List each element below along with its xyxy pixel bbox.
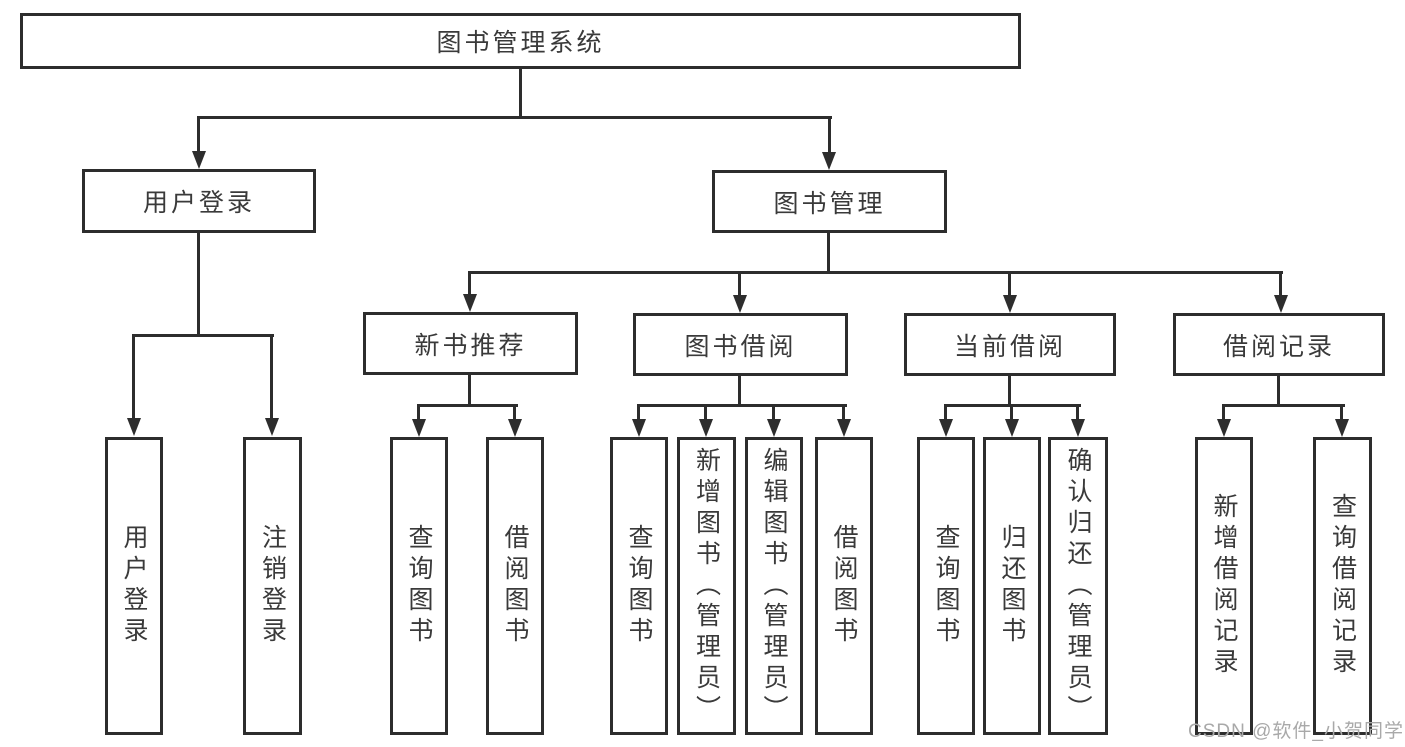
arrow-down-icon bbox=[939, 419, 953, 437]
arrow-down-icon bbox=[192, 151, 206, 169]
connector-vertical-line bbox=[132, 337, 135, 421]
node-bb-add: 新增图书（管理员） bbox=[677, 437, 736, 735]
node-cb-query: 查询图书 bbox=[917, 437, 975, 735]
node-label: 查询图书 bbox=[625, 524, 653, 648]
connector-vertical-line bbox=[1010, 407, 1013, 421]
connector-vertical-line bbox=[944, 407, 947, 421]
connector-vertical-line bbox=[197, 118, 200, 154]
node-label: 借阅记录 bbox=[1222, 332, 1335, 361]
connector-vertical-line bbox=[1279, 274, 1282, 296]
node-logout: 注销登录 bbox=[243, 437, 302, 735]
arrow-down-icon bbox=[822, 152, 836, 170]
node-bb-borrow: 借阅图书 bbox=[815, 437, 873, 735]
node-bb-query: 查询图书 bbox=[610, 437, 668, 735]
connector-vertical-line bbox=[270, 337, 273, 421]
connector-vertical-line bbox=[513, 407, 516, 421]
arrow-down-icon bbox=[463, 294, 477, 312]
node-label: 借阅图书 bbox=[830, 524, 858, 648]
node-label: 查询借阅记录 bbox=[1328, 493, 1357, 679]
node-nb-borrow: 借阅图书 bbox=[486, 437, 544, 735]
node-label: 借阅图书 bbox=[501, 524, 529, 648]
arrow-down-icon bbox=[412, 419, 426, 437]
node-label: 查询图书 bbox=[932, 524, 960, 648]
connector-vertical-line bbox=[1277, 376, 1280, 407]
node-new-book-rec: 新书推荐 bbox=[363, 312, 578, 375]
node-label: 新书推荐 bbox=[414, 331, 527, 360]
csdn-watermark: CSDN @软件_小贺同学 bbox=[1188, 721, 1404, 742]
connector-horizontal-line bbox=[944, 404, 1081, 407]
arrow-down-icon bbox=[837, 419, 851, 437]
connector-vertical-line bbox=[828, 118, 831, 154]
arrow-down-icon bbox=[1335, 419, 1349, 437]
arrow-down-icon bbox=[1274, 295, 1288, 313]
connector-vertical-line bbox=[1340, 407, 1343, 421]
connector-vertical-line bbox=[637, 407, 640, 421]
node-login: 用户登录 bbox=[105, 437, 163, 735]
node-label: 图书借阅 bbox=[684, 332, 797, 361]
connector-vertical-line bbox=[417, 407, 420, 421]
connector-vertical-line bbox=[197, 233, 200, 337]
node-label: 图书管理 bbox=[773, 189, 886, 218]
node-label: 用户登录 bbox=[120, 524, 148, 648]
connector-vertical-line bbox=[738, 376, 741, 407]
arrow-down-icon bbox=[265, 418, 279, 436]
arrow-down-icon bbox=[767, 419, 781, 437]
node-label: 用户登录 bbox=[142, 189, 255, 217]
connector-horizontal-line bbox=[468, 271, 1283, 274]
connector-vertical-line bbox=[519, 69, 522, 118]
node-nb-query: 查询图书 bbox=[390, 437, 448, 735]
arrow-down-icon bbox=[508, 419, 522, 437]
connector-vertical-line bbox=[842, 407, 845, 421]
arrow-down-icon bbox=[1005, 419, 1019, 437]
connector-horizontal-line bbox=[1222, 404, 1345, 407]
connector-horizontal-line bbox=[197, 116, 832, 119]
node-label: 确认归还（管理员） bbox=[1064, 446, 1092, 726]
arrow-down-icon bbox=[1003, 295, 1017, 313]
node-cb-confirm: 确认归还（管理员） bbox=[1048, 437, 1108, 735]
arrow-down-icon bbox=[733, 295, 747, 313]
node-br-query: 查询借阅记录 bbox=[1313, 437, 1372, 735]
node-book-borrow: 图书借阅 bbox=[633, 313, 848, 376]
connector-vertical-line bbox=[1076, 407, 1079, 421]
connector-horizontal-line bbox=[637, 404, 847, 407]
node-current-borrow: 当前借阅 bbox=[904, 313, 1116, 376]
connector-vertical-line bbox=[704, 407, 707, 421]
arrow-down-icon bbox=[699, 419, 713, 437]
node-label: 新增借阅记录 bbox=[1210, 493, 1238, 679]
node-label: 注销登录 bbox=[258, 524, 287, 648]
node-borrow-records: 借阅记录 bbox=[1173, 313, 1385, 376]
arrow-down-icon bbox=[1217, 419, 1231, 437]
node-br-add: 新增借阅记录 bbox=[1195, 437, 1253, 735]
node-user-login: 用户登录 bbox=[82, 169, 316, 233]
node-label: 图书管理系统 bbox=[436, 29, 605, 57]
connector-horizontal-line bbox=[417, 404, 518, 407]
node-bb-edit: 编辑图书（管理员） bbox=[745, 437, 803, 735]
arrow-down-icon bbox=[1071, 419, 1085, 437]
node-label: 新增图书（管理员） bbox=[692, 446, 721, 726]
node-book-mgmt: 图书管理 bbox=[712, 170, 947, 233]
connector-vertical-line bbox=[1008, 376, 1011, 407]
connector-vertical-line bbox=[827, 233, 830, 274]
arrow-down-icon bbox=[632, 419, 646, 437]
arrow-down-icon bbox=[127, 418, 141, 436]
node-label: 归还图书 bbox=[998, 524, 1026, 648]
node-label: 当前借阅 bbox=[953, 332, 1066, 361]
connector-vertical-line bbox=[468, 274, 471, 296]
connector-vertical-line bbox=[772, 407, 775, 421]
node-cb-return: 归还图书 bbox=[983, 437, 1041, 735]
connector-vertical-line bbox=[1222, 407, 1225, 421]
connector-horizontal-line bbox=[132, 334, 274, 337]
node-root: 图书管理系统 bbox=[20, 13, 1021, 69]
connector-vertical-line bbox=[468, 375, 471, 407]
node-label: 编辑图书（管理员） bbox=[760, 446, 788, 726]
connector-vertical-line bbox=[738, 274, 741, 296]
connector-vertical-line bbox=[1008, 274, 1011, 296]
node-label: 查询图书 bbox=[405, 524, 433, 648]
